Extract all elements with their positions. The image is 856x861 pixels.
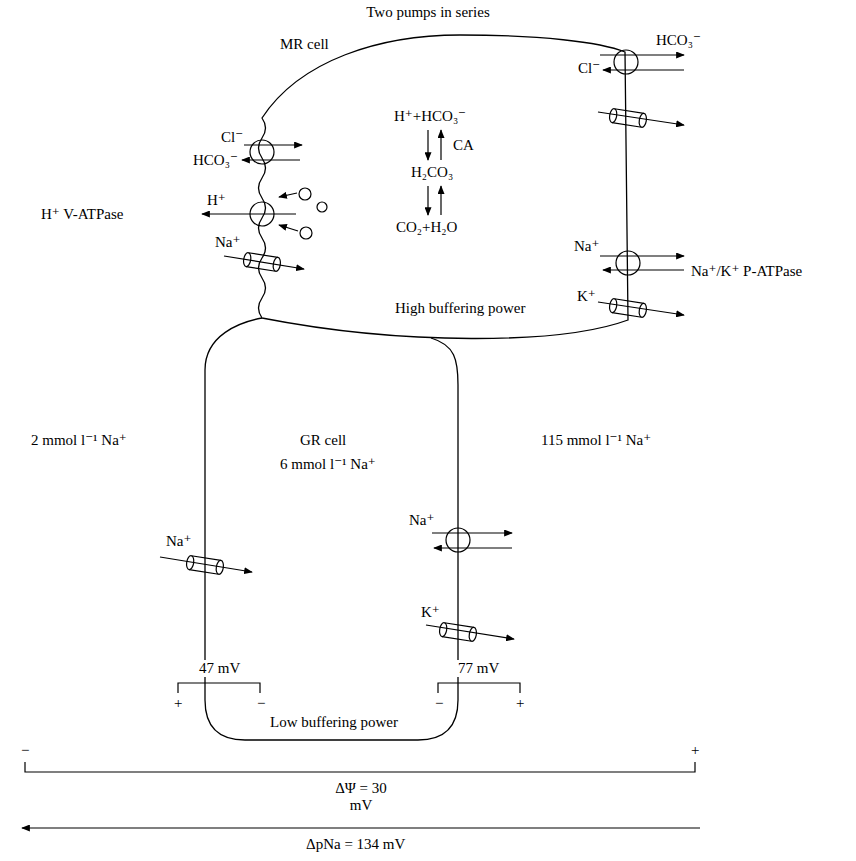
ion-label: + [690,742,700,759]
ion-label: + [515,695,525,712]
ion-label: − [20,742,30,759]
flux-arrow [598,302,684,315]
ion-label: Na⁺/K⁺ P-ATPase [690,263,803,280]
ion-label: H₂CO₃ [410,164,454,181]
flux-arrow [240,144,302,145]
ion-label: K⁺ [576,288,597,305]
flux-arrow [224,256,304,269]
ion-label: Cl⁻ [577,60,601,77]
flux-arrow [603,69,684,70]
vesicle-arrow [279,193,297,197]
ion-label: HCO₃⁻ [192,152,239,169]
channel-symbol [609,108,648,128]
ion-label: H⁺+HCO₃⁻ [393,108,467,125]
cell-outline: GR cell 6 mmol l⁻¹ Na⁺ Low buffering power [195,312,470,747]
gradient-arrow [22,827,700,828]
buffer-note: Low buffering power [270,714,398,731]
flux-arrow [242,159,300,160]
flux-arrow [202,213,296,214]
ion-label: HCO₃⁻ [655,32,702,49]
ion-label: H⁺ [206,192,227,209]
buffer-note: High buffering power [395,300,526,317]
flux-arrow [160,557,252,572]
membrane-line [259,35,629,339]
ion-label: 115 mmol l⁻¹ Na⁺ [540,432,652,449]
ion-label: Na⁺ [165,533,192,550]
potential-label: ΔpNa = 134 mV [305,836,406,853]
reaction-arrow [440,130,441,160]
ion-label: Cl⁻ [220,129,244,146]
potential-bracket [438,683,520,693]
membrane-line [205,318,458,740]
flux-arrow [603,269,684,270]
ion-label: H⁺ V-ATPase [40,206,125,223]
ion-label: K⁺ [420,604,441,621]
potential-bracket [25,762,695,772]
reaction-arrow [427,130,428,160]
ion-label: Na⁺ [214,234,241,251]
ion-label: CO₂+H₂O [395,219,458,236]
vesicle-arrow [279,225,298,231]
channel-symbol [243,252,282,272]
flux-arrow [432,532,512,533]
ion-label: − [434,695,444,712]
reaction-arrow [427,186,428,215]
potential-label: ΔΨ = 30 mV [329,780,393,814]
flux-arrow [434,547,512,548]
potential-bracket [178,683,260,693]
ion-label: Na⁺ [573,238,600,255]
vesicle-symbol [317,202,327,212]
flux-arrow [600,255,684,256]
diagram-title: Two pumps in series [0,4,856,21]
ion-label: 77 mV [457,660,500,677]
flux-arrow [598,112,684,125]
cell-name: GR cell [300,432,346,449]
ion-label: Na⁺ [408,512,435,529]
transport-symbols [22,50,700,828]
ion-label: CA [452,137,475,154]
cell-membrane [195,312,470,747]
cell-name: MR cell [280,36,329,53]
ion-label: + [173,695,183,712]
ion-label: 2 mmol l⁻¹ Na⁺ [30,432,128,449]
flux-arrow [600,54,684,55]
vesicle-symbol [299,188,311,200]
ion-label: − [256,695,266,712]
ion-label: 47 mV [198,660,241,677]
vesicle-symbol [300,227,312,239]
concentration-label: 6 mmol l⁻¹ Na⁺ [280,456,376,473]
reaction-arrow [440,186,441,215]
